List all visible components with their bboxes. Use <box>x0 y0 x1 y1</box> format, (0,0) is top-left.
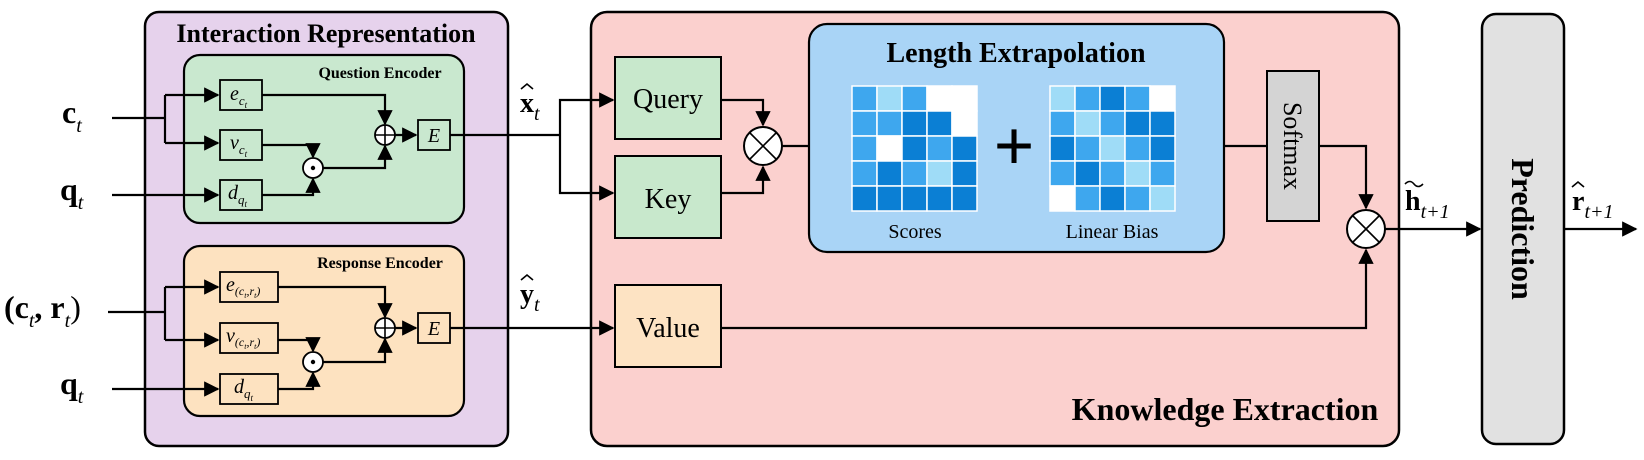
softmax-box <box>1266 70 1320 222</box>
qe-E-box <box>417 119 451 151</box>
bias-cell <box>1074 185 1101 212</box>
bias-cell <box>1124 185 1151 212</box>
qe-E-label: E <box>427 125 440 147</box>
scores-cell <box>901 135 928 162</box>
bias-cell <box>1074 160 1101 187</box>
qe-e-box <box>219 79 263 111</box>
bias-cell <box>1099 85 1126 112</box>
scores-cell <box>851 160 878 187</box>
qe-e-label: ect <box>230 83 248 110</box>
prediction-label: Prediction <box>1505 158 1541 300</box>
re-E-box <box>417 312 451 344</box>
scores-cell <box>901 85 928 112</box>
softmax-label: Softmax <box>1278 102 1307 190</box>
key-box <box>614 155 722 239</box>
query-box <box>614 56 722 140</box>
scores-cell <box>876 160 903 187</box>
bias-cell <box>1049 160 1076 187</box>
bias-cell <box>1099 135 1126 162</box>
bias-cell <box>1049 135 1076 162</box>
re-e-label: e(ct,rt) <box>226 274 260 300</box>
scores-cell <box>926 185 953 212</box>
bias-cell <box>1124 135 1151 162</box>
qe-v-label: vct <box>230 132 248 159</box>
scores-cell <box>901 110 928 137</box>
scores-cell <box>926 160 953 187</box>
bias-cell <box>1099 160 1126 187</box>
scores-label: Scores <box>888 221 942 243</box>
bias-cell <box>1074 110 1101 137</box>
scores-cell <box>901 160 928 187</box>
bias-cell <box>1124 160 1151 187</box>
scores-cell <box>951 85 978 112</box>
knowledge-extraction-title: Knowledge Extraction <box>1072 391 1379 427</box>
bias-cell <box>1049 85 1076 112</box>
input-q-t-bottom: qt <box>60 365 84 408</box>
scores-cell <box>851 110 878 137</box>
re-d-box <box>219 373 279 405</box>
output-x-hat: xt <box>520 88 540 125</box>
bias-cell <box>1124 110 1151 137</box>
value-box <box>614 284 722 368</box>
scores-cell <box>876 135 903 162</box>
bias-cell <box>1149 110 1176 137</box>
scores-cell <box>876 110 903 137</box>
x-hat-accent <box>520 82 534 90</box>
bias-cell <box>1149 185 1176 212</box>
question-encoder-title: Question Encoder <box>318 65 441 82</box>
interaction-representation-title: Interaction Representation <box>176 19 476 48</box>
scores-cell <box>951 185 978 212</box>
bias-cell <box>1099 110 1126 137</box>
scores-cell <box>851 185 878 212</box>
scores-cell <box>951 110 978 137</box>
qe-d-label: dqt <box>228 182 248 209</box>
re-E-label: E <box>427 318 440 340</box>
re-d-label: dqt <box>234 376 254 403</box>
scores-cell <box>926 110 953 137</box>
output-h-tilde: ht+1 <box>1405 186 1450 223</box>
input-c-t: ct <box>62 94 82 137</box>
r-hat-accent <box>1571 180 1585 188</box>
input-c-r-pair: (ct, rt) <box>4 289 81 332</box>
output-y-hat: yt <box>520 279 540 316</box>
query-label: Query <box>633 84 703 115</box>
bias-cell <box>1049 110 1076 137</box>
scores-cell <box>851 85 878 112</box>
bias-cell <box>1149 85 1176 112</box>
scores-cell <box>901 185 928 212</box>
scores-cell <box>876 85 903 112</box>
scores-cell <box>926 135 953 162</box>
linear-bias-matrix <box>1049 85 1176 212</box>
input-q-t-top: qt <box>60 171 84 214</box>
bias-cell <box>1074 135 1101 162</box>
bias-cell <box>1049 185 1076 212</box>
re-v-label: v(ct,rt) <box>226 325 260 351</box>
bias-cell <box>1124 85 1151 112</box>
output-r-hat: rt+1 <box>1572 186 1614 223</box>
y-hat-accent <box>520 273 534 281</box>
bias-cell <box>1149 135 1176 162</box>
scores-cell <box>926 85 953 112</box>
scores-cell <box>951 160 978 187</box>
response-encoder-title: Response Encoder <box>317 255 443 272</box>
linear-bias-label: Linear Bias <box>1066 221 1159 243</box>
re-v-box <box>219 322 279 354</box>
bias-cell <box>1149 160 1176 187</box>
h-tilde-accent <box>1404 180 1424 188</box>
scores-cell <box>951 135 978 162</box>
length-extrapolation-title: Length Extrapolation <box>886 38 1145 69</box>
value-label: Value <box>636 313 700 344</box>
scores-cell <box>876 185 903 212</box>
bias-cell <box>1099 185 1126 212</box>
scores-matrix <box>851 85 978 212</box>
key-label: Key <box>645 184 692 215</box>
bias-cell <box>1074 85 1101 112</box>
scores-cell <box>851 135 878 162</box>
plus-sign: + <box>993 106 1034 186</box>
